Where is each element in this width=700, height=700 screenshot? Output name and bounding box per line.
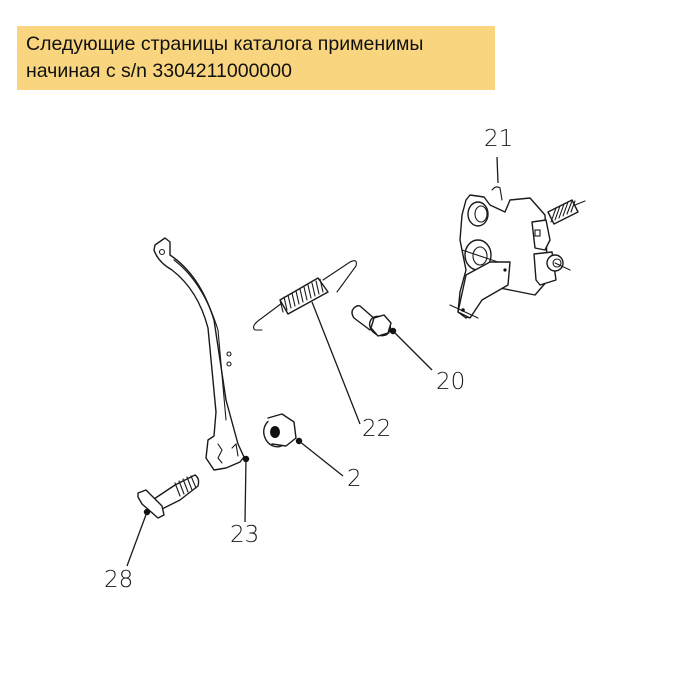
- callout-label-2[interactable]: 2: [347, 466, 362, 492]
- part-28-t-bolt[interactable]: [137, 474, 200, 519]
- part-21-control-bracket[interactable]: [449, 186, 586, 319]
- callout-label-22[interactable]: 22: [362, 416, 392, 442]
- callout-label-20[interactable]: 20: [436, 369, 466, 395]
- callout-label-23[interactable]: 23: [230, 522, 260, 548]
- callout-label-21[interactable]: 21: [484, 126, 514, 152]
- serial-number-notice-banner: Следующие страницы каталога применимы на…: [17, 26, 495, 90]
- part-2-flange-nut[interactable]: [260, 413, 303, 450]
- part-20-flange-bolt[interactable]: [351, 305, 397, 340]
- notice-line-2: начиная с s/n 3304211000000: [26, 60, 292, 82]
- part-23-governor-arm[interactable]: [153, 237, 250, 471]
- callout-label-28[interactable]: 28: [104, 567, 134, 593]
- leader-lines: [126, 156, 499, 567]
- notice-line-1: Следующие страницы каталога применимы: [26, 33, 424, 55]
- part-22-tension-spring[interactable]: [253, 260, 357, 331]
- bracket-spring: [547, 199, 586, 225]
